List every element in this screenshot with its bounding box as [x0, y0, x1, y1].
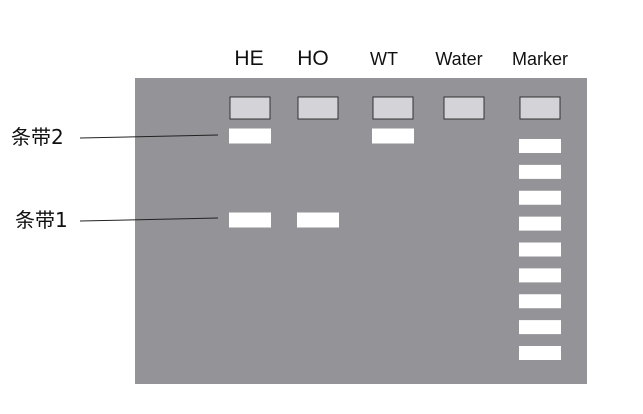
band-he-band2: [229, 128, 271, 144]
ladder-band-6: [519, 268, 561, 283]
bands: [229, 128, 561, 360]
ladder-band-1: [519, 139, 561, 153]
lane-label-he: HE: [234, 47, 264, 70]
lane-label-marker: Marker: [511, 49, 568, 69]
band-he-band1: [229, 212, 271, 228]
leader-line-band2: [79, 134, 219, 139]
well-marker: [519, 96, 561, 120]
gel-body: [135, 78, 587, 384]
ladder-band-9: [519, 346, 561, 360]
band-ho-band1: [297, 212, 339, 228]
wells: [229, 96, 561, 120]
lane-label-water: Water: [435, 49, 483, 69]
ladder-band-2: [519, 164, 561, 179]
ladder-band-3: [519, 190, 561, 205]
band-label-1: 条带1: [15, 208, 68, 232]
band-label-2: 条带2: [11, 125, 64, 149]
ladder-band-5: [519, 242, 561, 257]
band-wt-band2: [372, 128, 414, 144]
ladder-band-4: [519, 216, 561, 231]
well-he: [229, 96, 271, 120]
lane-label-wt: WT: [370, 49, 398, 69]
ladder-band-7: [519, 294, 561, 309]
lane-label-ho: HO: [297, 47, 329, 70]
leader-lines: [79, 134, 219, 222]
well-water: [443, 96, 485, 120]
ladder-band-8: [519, 320, 561, 335]
leader-line-band1: [79, 217, 219, 222]
well-ho: [297, 96, 339, 120]
well-wt: [372, 96, 414, 120]
